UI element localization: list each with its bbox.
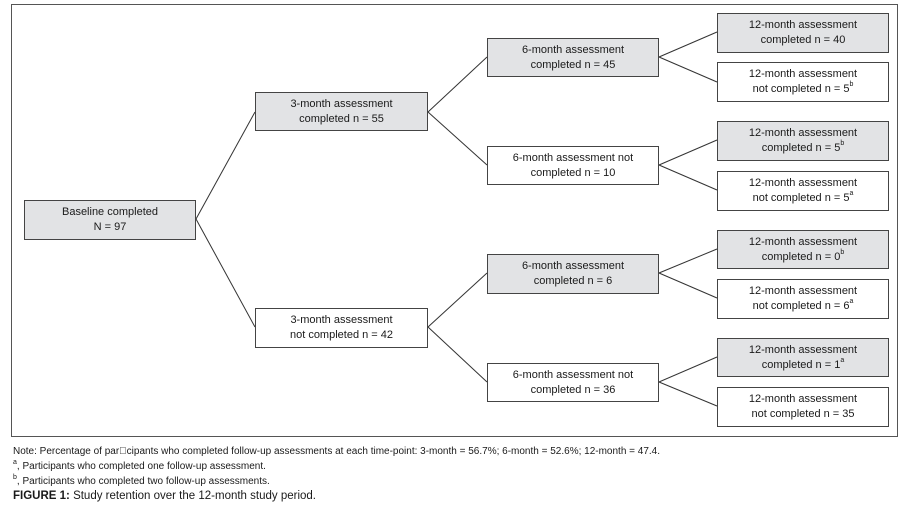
m12-2-footnote-mark: b	[849, 81, 854, 89]
m12-5-box: 12-month assessment completed n = 0b	[717, 230, 889, 269]
m6-d-line1: 6-month assessment not	[512, 368, 634, 381]
footnote-b: b, Participants who completed two follow…	[13, 473, 270, 487]
m12-8-line2: not completed n = 35	[751, 408, 855, 420]
m12-5-line1: 12-month assessment	[748, 235, 858, 248]
m12-8-box: 12-month assessment not completed n = 35	[717, 387, 889, 427]
m6-b-line2: completed n = 10	[530, 166, 616, 179]
m12-1-line2: completed n = 40	[760, 34, 846, 46]
diagram-frame	[11, 4, 898, 437]
m12-7-footnote-mark: a	[840, 356, 845, 364]
baseline-line2: N = 97	[93, 221, 127, 233]
m6-a-line2: completed n = 45	[530, 58, 616, 71]
baseline-line1: Baseline completed	[61, 206, 158, 218]
m3-completed-line2: completed n = 55	[299, 112, 384, 125]
footnote-a-mark: a	[13, 458, 17, 466]
m3-completed-line1: 3-month assessment	[290, 97, 393, 110]
m12-2-line1: 12-month assessment	[748, 68, 858, 80]
m12-1-box: 12-month assessment completed n = 40	[717, 13, 889, 53]
m6-c-line2: completed n = 6	[533, 275, 613, 287]
m12-6-box: 12-month assessment not completed n = 6a	[717, 279, 889, 319]
m12-7-line2: completed n = 1a	[761, 356, 845, 371]
m3-completed-box: 3-month assessment completed n = 55	[255, 92, 428, 131]
m12-2-line2: not completed n = 5b	[752, 81, 854, 95]
m6-a-box: 6-month assessment completed n = 45	[487, 38, 659, 77]
m12-4-box: 12-month assessment not completed n = 5a	[717, 171, 889, 211]
m6-b-line1: 6-month assessment not	[512, 151, 634, 164]
m12-7-box: 12-month assessment completed n = 1a	[717, 338, 889, 377]
figure-caption: FIGURE 1: Study retention over the 12-mo…	[13, 490, 316, 502]
m12-4-line2: not completed n = 5a	[752, 190, 854, 204]
m6-c-line1: 6-month assessment	[521, 260, 625, 272]
m6-b-box: 6-month assessment not completed n = 10	[487, 146, 659, 185]
m12-5-line2: completed n = 0b	[761, 248, 845, 263]
m6-d-box: 6-month assessment not completed n = 36	[487, 363, 659, 402]
m12-2-box: 12-month assessment not completed n = 5b	[717, 62, 889, 102]
m3-not-completed-box: 3-month assessment not completed n = 42	[255, 308, 428, 348]
figure-label: FIGURE 1:	[13, 490, 70, 502]
m12-6-line1: 12-month assessment	[748, 285, 858, 297]
m6-d-line2: completed n = 36	[530, 383, 616, 396]
m12-3-box: 12-month assessment completed n = 5b	[717, 121, 889, 161]
m6-a-line1: 6-month assessment	[521, 43, 625, 56]
m12-4-footnote-mark: a	[849, 190, 854, 198]
m12-3-footnote-mark: b	[840, 140, 845, 148]
m6-c-box: 6-month assessment completed n = 6	[487, 254, 659, 294]
footnote-a: a, Participants who completed one follow…	[13, 458, 266, 472]
m12-1-line1: 12-month assessment	[748, 19, 858, 31]
m12-6-line2: not completed n = 6a	[752, 298, 854, 312]
m12-3-line1: 12-month assessment	[748, 127, 858, 139]
m12-7-line1: 12-month assessment	[748, 343, 858, 356]
baseline-box: Baseline completed N = 97	[24, 200, 196, 240]
figure-notes: Note: Percentage of par cipants who comp…	[13, 444, 660, 489]
m12-3-line2: completed n = 5b	[761, 140, 845, 154]
percentage-note: Note: Percentage of par cipants who comp…	[13, 446, 661, 457]
m12-4-line1: 12-month assessment	[748, 177, 858, 189]
m3-not-completed-line1: 3-month assessment	[290, 314, 393, 326]
footnote-b-mark: b	[13, 473, 17, 481]
m12-5-footnote-mark: b	[840, 248, 845, 256]
m12-6-footnote-mark: a	[849, 298, 854, 306]
m3-not-completed-line2: not completed n = 42	[289, 329, 394, 341]
m12-8-line1: 12-month assessment	[748, 393, 858, 405]
figure-caption-text: Study retention over the 12-month study …	[69, 490, 316, 502]
